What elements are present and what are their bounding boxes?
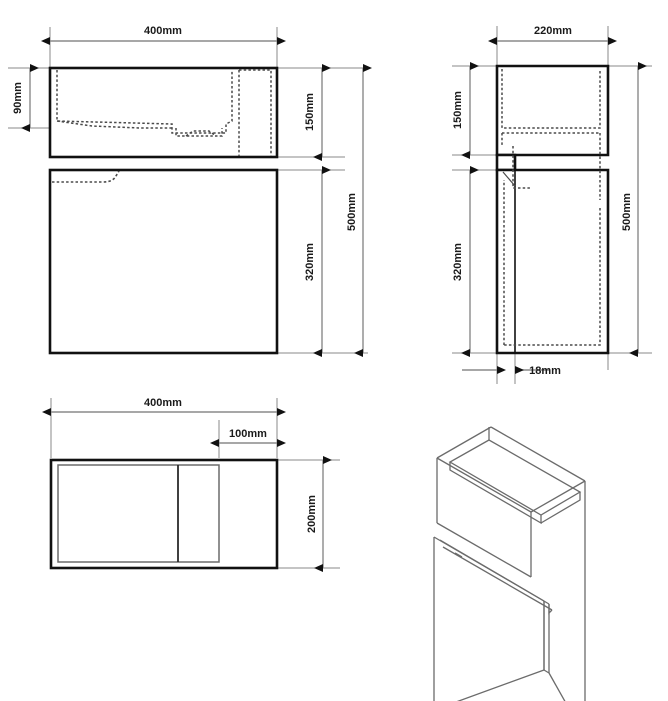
iso-front-apron (436, 522, 532, 578)
view-plan (42, 398, 340, 572)
front-lower-drawer (48, 168, 279, 355)
label-plan-offset: 100mm (229, 428, 267, 440)
label-front-width: 400mm (144, 25, 182, 37)
iso-carcass (436, 426, 586, 701)
iso-drawer-edge (543, 604, 550, 674)
label-front-top-height: 150mm (304, 93, 316, 131)
side-diagonal-detail (502, 171, 516, 187)
plan-basin-outline (57, 464, 220, 563)
side-lower-body (495, 168, 610, 355)
view-front-elevation (8, 27, 372, 357)
label-front-basin-height: 90mm (12, 82, 24, 114)
view-side-elevation (452, 26, 652, 384)
label-side-top-height: 150mm (452, 91, 464, 129)
label-side-bottom-height: 320mm (452, 243, 464, 281)
front-basin-hidden-outline (56, 69, 272, 156)
side-upper-body (495, 64, 610, 157)
iso-basin-interior (449, 462, 581, 525)
label-side-thickness: 18mm (529, 365, 561, 377)
label-front-total-height: 500mm (346, 193, 358, 231)
label-side-total-height: 500mm (621, 193, 633, 231)
label-plan-width: 400mm (144, 397, 182, 409)
label-front-bottom-height: 320mm (304, 243, 316, 281)
label-plan-depth: 200mm (306, 495, 318, 533)
side-hidden-outline (501, 69, 601, 346)
label-side-depth: 220mm (534, 25, 572, 37)
front-drawer-handle-hidden (52, 170, 120, 183)
view-isometric (433, 426, 586, 701)
iso-right-panel (548, 672, 566, 701)
